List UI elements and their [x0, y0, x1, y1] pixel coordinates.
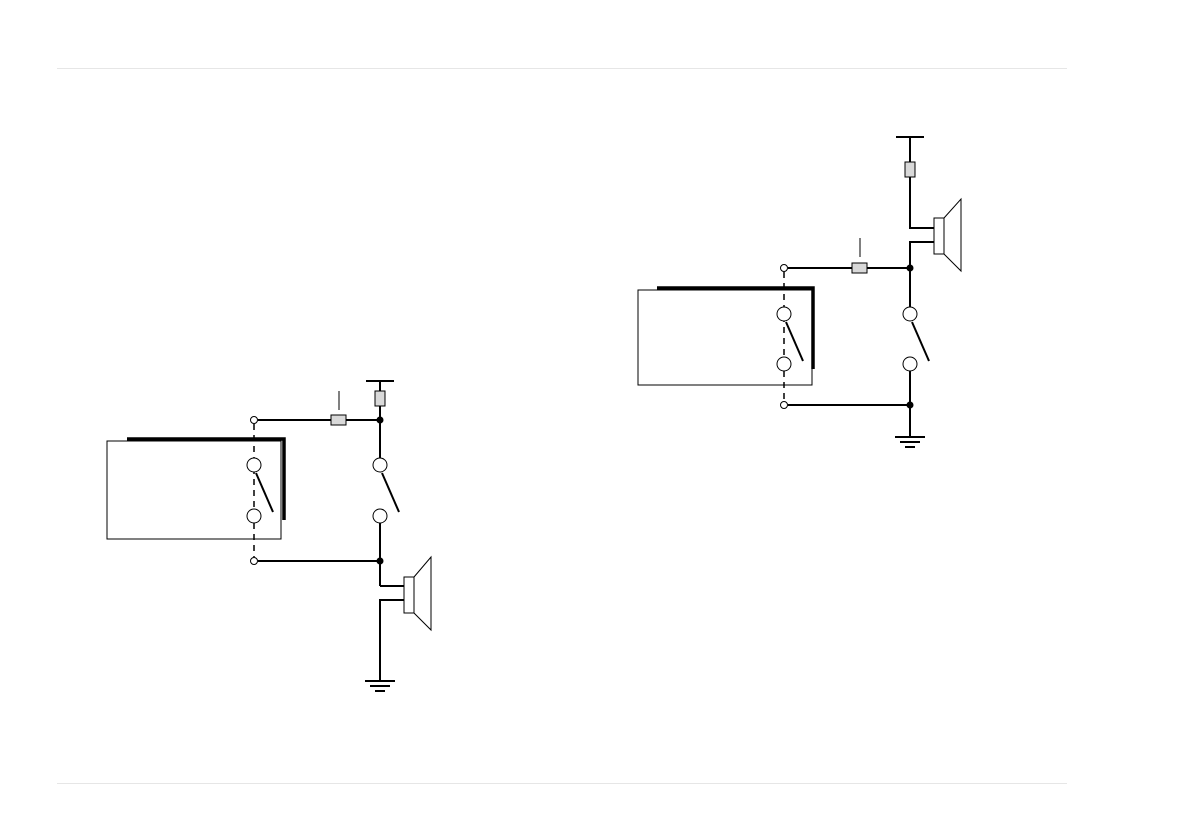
switch-contact-top — [373, 458, 387, 472]
switch-contact-bottom — [903, 357, 917, 371]
relay-contact-top — [247, 458, 261, 472]
relay-fuse — [852, 263, 867, 273]
relay-switch-arm — [786, 322, 803, 361]
switch-arm — [382, 473, 399, 512]
supply-wire — [910, 137, 934, 228]
speaker-cone-icon — [414, 557, 431, 630]
relay-coil-edge — [127, 439, 284, 520]
speaker-cone-icon — [944, 199, 961, 271]
relay-contact-bottom — [247, 509, 261, 523]
junction-dot — [907, 265, 914, 272]
switch-arm — [912, 322, 929, 361]
relay-terminal-bottom — [251, 558, 258, 565]
junction-dot — [377, 417, 384, 424]
speaker-lead-bottom — [380, 600, 404, 680]
relay-terminal-top — [781, 265, 788, 272]
switch-contact-bottom — [373, 509, 387, 523]
relay-block — [107, 441, 281, 539]
relay-switch-arm — [256, 473, 273, 512]
relay-fuse — [331, 415, 346, 425]
relay-contact-bottom — [777, 357, 791, 371]
supply-fuse — [375, 391, 385, 406]
relay-contact-top — [777, 307, 791, 321]
schematic-a — [107, 381, 431, 691]
speaker-icon — [404, 577, 414, 613]
relay-terminal-bottom — [781, 402, 788, 409]
junction-dot — [907, 402, 914, 409]
schematic-b — [638, 137, 961, 447]
relay-terminal-top — [251, 417, 258, 424]
speaker-lead-bottom — [910, 242, 934, 308]
supply-fuse — [905, 162, 915, 177]
speaker-icon — [934, 218, 944, 254]
switch-contact-top — [903, 307, 917, 321]
junction-dot — [377, 558, 384, 565]
